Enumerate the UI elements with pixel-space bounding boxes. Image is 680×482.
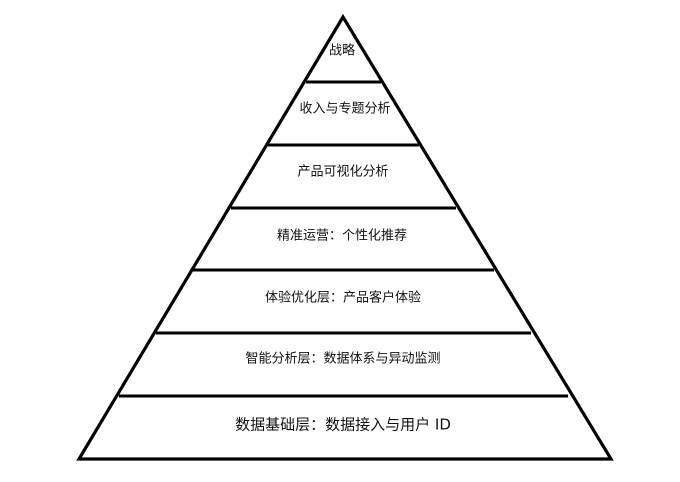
layer-label-precision-operations: 精准运营：个性化推荐 [277,229,407,244]
layer-label-product-visualization: 产品可视化分析 [297,165,388,180]
layer-label-experience-optimization: 体验优化层：产品客户体验 [265,290,421,306]
layer-label-revenue-analysis: 收入与专题分析 [299,102,390,117]
layer-label-intelligent-analysis: 智能分析层：数据体系与异动监测 [245,352,440,367]
layer-label-data-foundation: 数据基础层：数据接入与用户 ID [235,416,451,434]
layer-label-strategy: 战略 [329,43,355,59]
pyramid-outline [76,13,614,461]
